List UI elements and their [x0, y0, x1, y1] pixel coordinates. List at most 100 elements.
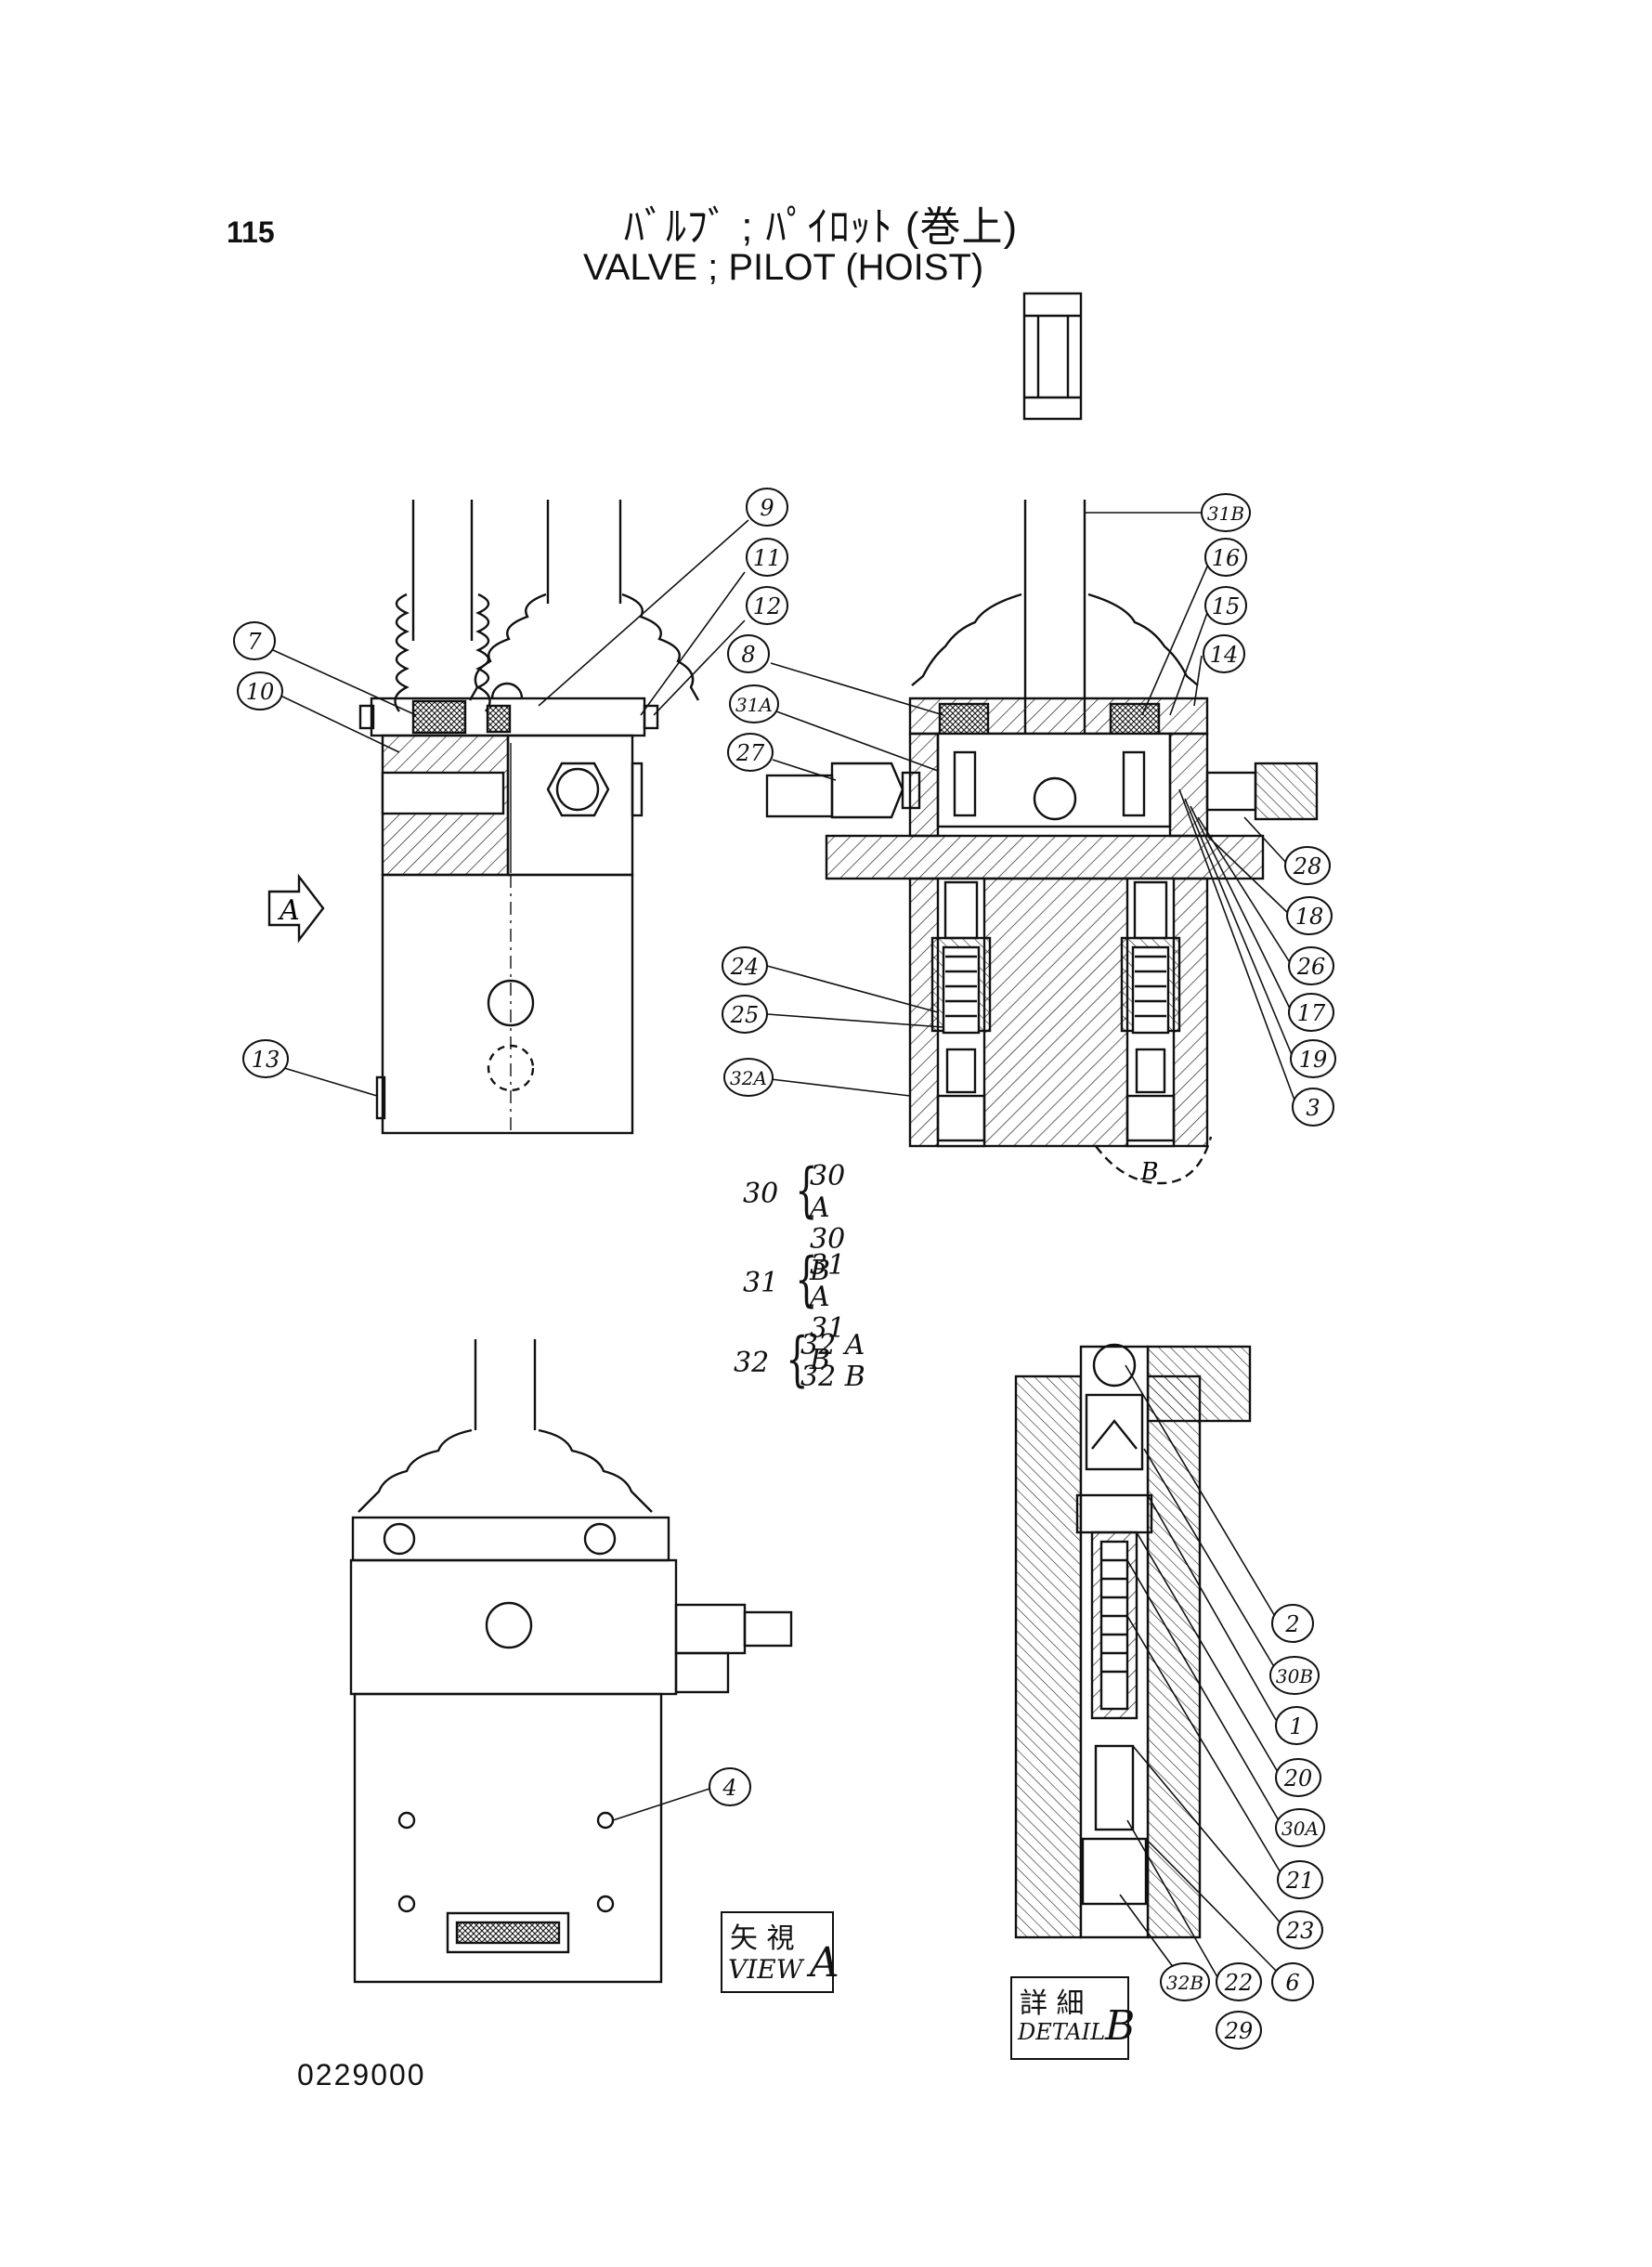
svg-text:15: 15: [1212, 593, 1241, 619]
svg-text:20: 20: [1283, 1765, 1313, 1791]
callout-14: 14: [1203, 634, 1245, 673]
svg-text:9: 9: [760, 495, 774, 521]
svg-text:6: 6: [1285, 1970, 1299, 1996]
callout-32a: 32A: [723, 1058, 774, 1097]
svg-text:32B: 32B: [1166, 1972, 1203, 1994]
group-main: 30: [743, 1178, 779, 1210]
callout-20: 20: [1275, 1758, 1321, 1797]
svg-text:23: 23: [1285, 1918, 1315, 1944]
svg-text:26: 26: [1296, 954, 1326, 980]
callout-18: 18: [1286, 896, 1333, 935]
view-a-letter: A: [810, 1939, 839, 1987]
callout-1: 1: [1275, 1706, 1318, 1745]
group-sub: 30 B: [810, 1223, 846, 1287]
callout-24: 24: [722, 946, 768, 985]
callout-4: 4: [709, 1767, 751, 1806]
callout-10: 10: [237, 671, 283, 710]
svg-text:7: 7: [247, 629, 262, 655]
callout-32b: 32B: [1160, 1962, 1210, 2001]
callout-25: 25: [722, 995, 768, 1034]
svg-text:31B: 31B: [1207, 502, 1244, 525]
callout-13: 13: [242, 1039, 289, 1078]
callout-22: 22: [1216, 1962, 1262, 2001]
callout-bubbles: 9 11 12 7 10 13 31B 16 15 14 8 31A 27 28…: [233, 488, 1336, 2050]
callout-17: 17: [1288, 993, 1334, 1032]
svg-text:3: 3: [1306, 1095, 1320, 1121]
callout-15: 15: [1204, 586, 1247, 625]
svg-text:28: 28: [1293, 853, 1322, 879]
callout-3: 3: [1292, 1088, 1334, 1127]
detail-b-label: 詳 細 DETAIL B: [1010, 1976, 1135, 2060]
svg-text:17: 17: [1297, 1000, 1326, 1026]
svg-text:25: 25: [730, 1002, 760, 1028]
svg-text:30B: 30B: [1276, 1665, 1313, 1687]
title-japanese: ﾊﾞﾙﾌﾞ ; ﾊﾟｲﾛｯﾄ (巻上): [624, 204, 1019, 250]
top-plug-drawing: [1022, 292, 1083, 421]
callout-21: 21: [1277, 1860, 1323, 1899]
svg-text:1: 1: [1289, 1713, 1303, 1739]
view-a-drawing: [349, 1339, 793, 1984]
svg-text:12: 12: [753, 593, 782, 619]
group-main: 32: [734, 1347, 770, 1379]
group-note-30: 30 { 30 A 30 B: [743, 1156, 873, 1287]
group-sub: 32 A: [800, 1329, 865, 1362]
group-sub: 30 A: [810, 1160, 846, 1224]
svg-text:4: 4: [722, 1775, 736, 1801]
detail-b-letter: B: [1105, 2002, 1136, 2050]
detail-b-jp: 詳 細: [1020, 1987, 1085, 2020]
view-a-jp: 矢 視: [730, 1922, 795, 1955]
callout-28: 28: [1284, 846, 1331, 885]
detail-circle-letter: B: [1139, 1158, 1158, 1186]
svg-text:27: 27: [735, 740, 765, 766]
svg-text:29: 29: [1224, 2018, 1254, 2044]
view-a-label: 矢 視 VIEW A: [721, 1911, 839, 1993]
callout-19: 19: [1290, 1039, 1336, 1078]
page-number: 115: [227, 215, 275, 249]
callout-26: 26: [1288, 946, 1334, 985]
callout-12: 12: [746, 586, 788, 625]
svg-text:10: 10: [246, 679, 275, 705]
view-a-en: VIEW: [728, 1954, 803, 1985]
group-sub: 31 B: [810, 1312, 846, 1376]
callout-11: 11: [746, 538, 788, 577]
title-english: VALVE ; PILOT (HOIST): [583, 247, 984, 288]
callout-29: 29: [1216, 2011, 1262, 2050]
detail-b-en: DETAIL: [1018, 2019, 1106, 2045]
callout-31b: 31B: [1201, 493, 1251, 532]
group-brace: {: [786, 1325, 809, 1394]
leader-lines: [272, 512, 1297, 1983]
svg-text:2: 2: [1284, 1611, 1299, 1637]
group-note-31: 31 { 31 A 31 B: [743, 1245, 873, 1376]
callout-31a: 31A: [729, 684, 779, 723]
arrow-view-letter: A: [277, 894, 300, 927]
svg-text:32A: 32A: [730, 1067, 767, 1089]
callout-27: 27: [727, 733, 774, 772]
callout-6: 6: [1271, 1962, 1314, 2001]
svg-text:14: 14: [1210, 642, 1239, 668]
side-view-drawing: [267, 500, 700, 1135]
svg-text:16: 16: [1212, 545, 1241, 571]
svg-text:22: 22: [1224, 1970, 1254, 1996]
group-sub: 31 A: [810, 1249, 846, 1313]
callout-9: 9: [746, 488, 788, 527]
svg-text:13: 13: [252, 1047, 280, 1073]
callout-2: 2: [1271, 1604, 1314, 1643]
group-main: 31: [743, 1267, 779, 1299]
callout-16: 16: [1204, 538, 1247, 577]
section-view-drawing: [765, 500, 1319, 1185]
svg-text:11: 11: [753, 545, 782, 571]
callout-7: 7: [233, 621, 276, 660]
svg-text:8: 8: [741, 642, 755, 668]
group-brace: {: [795, 1156, 818, 1225]
svg-text:21: 21: [1285, 1868, 1315, 1894]
group-brace: {: [795, 1245, 818, 1314]
group-note-32: 32 { 32 A 32 B: [734, 1330, 873, 1404]
svg-text:19: 19: [1299, 1047, 1328, 1073]
callout-23: 23: [1277, 1910, 1323, 1949]
svg-text:18: 18: [1295, 904, 1324, 930]
document-number: 0229000: [297, 2058, 426, 2091]
svg-text:30A: 30A: [1281, 1818, 1319, 1840]
detail-b-drawing: [1014, 1343, 1252, 1939]
